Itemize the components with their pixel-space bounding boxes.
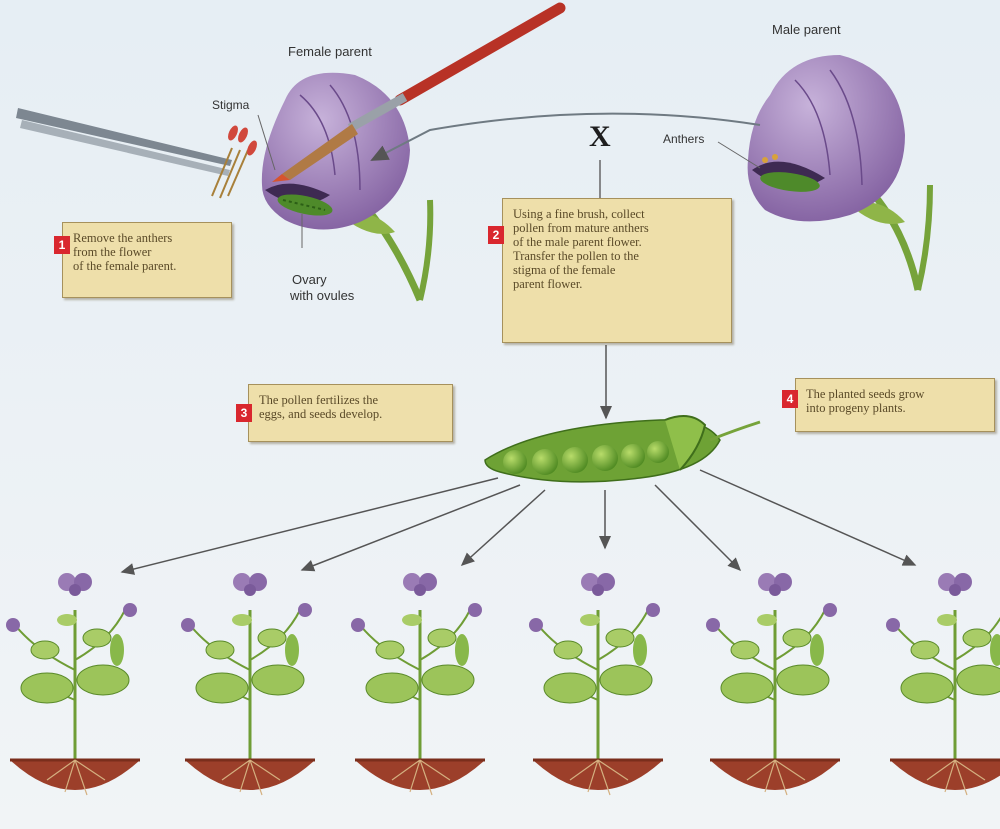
step-2-line: of the male parent flower. [513, 235, 721, 249]
step-2-line: pollen from mature anthers [513, 221, 721, 235]
ovary-label: Ovary [292, 272, 327, 287]
female-parent-label: Female parent [288, 44, 372, 59]
step-2-badge: 2 [488, 226, 504, 244]
step-2-line: stigma of the female [513, 263, 721, 277]
step-2-box: Using a fine brush, collect pollen from … [502, 198, 732, 343]
anthers-label: Anthers [663, 132, 704, 146]
step-3-badge: 3 [236, 404, 252, 422]
step-4-box: The planted seeds grow into progeny plan… [795, 378, 995, 432]
step-1-box: Remove the anthers from the flower of th… [62, 222, 232, 298]
step-4-line: into progeny plants. [806, 401, 984, 415]
step-3-box: The pollen fertilizes the eggs, and seed… [248, 384, 453, 442]
stigma-label: Stigma [212, 98, 249, 112]
step-2-line: Transfer the pollen to the [513, 249, 721, 263]
cross-symbol: X [589, 120, 611, 154]
male-parent-label: Male parent [772, 22, 841, 37]
step-1-line: from the flower [73, 245, 221, 259]
step-2-line: parent flower. [513, 277, 721, 291]
step-1-line: Remove the anthers [73, 231, 221, 245]
step-4-badge: 4 [782, 390, 798, 408]
step-1-badge: 1 [54, 236, 70, 254]
step-4-line: The planted seeds grow [806, 387, 984, 401]
step-1-line: of the female parent. [73, 259, 221, 273]
step-3-line: The pollen fertilizes the [259, 393, 442, 407]
ovules-label: with ovules [290, 288, 354, 303]
step-2-line: Using a fine brush, collect [513, 207, 721, 221]
step-3-line: eggs, and seeds develop. [259, 407, 442, 421]
